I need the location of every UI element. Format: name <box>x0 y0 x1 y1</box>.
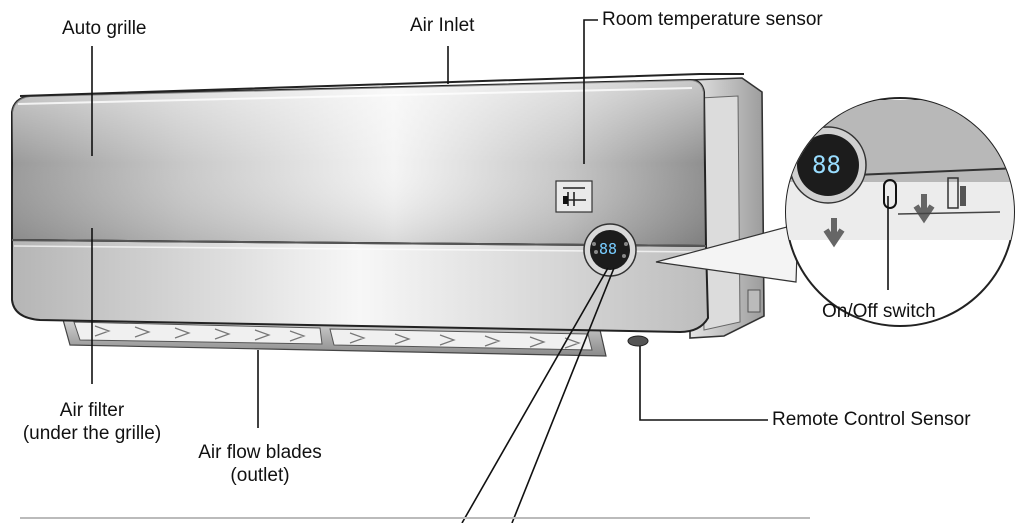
label-air-flow-blades-line2: (outlet) <box>230 465 290 486</box>
label-remote-control-sensor: Remote Control Sensor <box>772 409 971 430</box>
display-readout: 88 <box>599 240 618 258</box>
label-air-inlet: Air Inlet <box>410 15 475 36</box>
remote-control-sensor <box>627 335 649 347</box>
air-inlet <box>19 73 744 97</box>
leader-display-right <box>511 267 615 523</box>
label-auto-grille: Auto grille <box>62 18 147 39</box>
leader-display-left <box>461 267 609 523</box>
label-air-flow-blades-line1: Air flow blades <box>198 442 322 463</box>
label-air-filter-line1: Air filter <box>59 400 125 421</box>
leader-remote-sensor <box>639 346 768 421</box>
room-temperature-sensor <box>555 180 593 213</box>
zoom-detail <box>785 97 1015 327</box>
label-on-off-switch: On/Off switch <box>822 301 936 322</box>
leader-room-temp-sensor <box>583 19 598 164</box>
auto-grille <box>11 78 708 248</box>
label-air-filter: Air filter (under the grille) <box>4 399 180 445</box>
label-air-filter-line2: (under the grille) <box>22 423 162 444</box>
zoom-display-readout: 88 <box>812 151 841 179</box>
leader-lines <box>91 19 889 523</box>
label-air-flow-blades: Air flow blades (outlet) <box>172 441 348 487</box>
air-flow-blades <box>61 315 607 357</box>
label-room-temperature-sensor: Room temperature sensor <box>602 9 823 30</box>
